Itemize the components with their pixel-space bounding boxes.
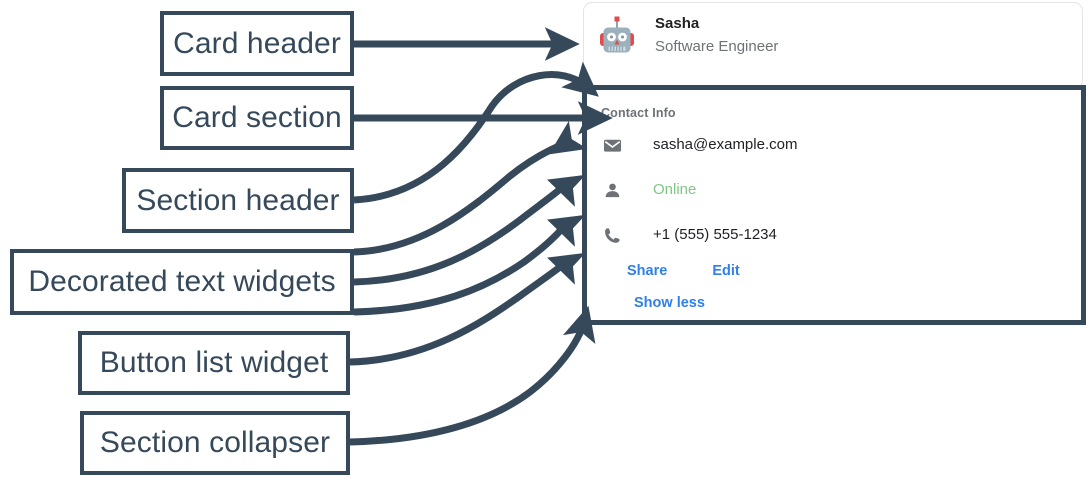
callout-card-section: Card section [160, 86, 354, 150]
phone-value: +1 (555) 555-1234 [653, 226, 777, 243]
card-header: Sasha Software Engineer [584, 3, 1082, 58]
person-subtitle: Software Engineer [655, 38, 779, 55]
callout-section-header-label: Section header [136, 183, 340, 217]
person-name: Sasha [655, 15, 700, 32]
email-value: sasha@example.com [653, 136, 798, 153]
decorated-text-widget-status: Online [601, 170, 1081, 210]
share-button[interactable]: Share [627, 263, 668, 279]
arrow-section-collapser [349, 305, 596, 446]
profile-card: Sasha Software Engineer [583, 2, 1083, 89]
status-value: Online [653, 181, 697, 198]
card-section: Contact Info sasha@example.com [582, 85, 1086, 325]
callout-card-header-label: Card header [173, 26, 341, 60]
card-section-content: Contact Info sasha@example.com [587, 90, 1081, 312]
phone-icon [601, 224, 623, 246]
email-icon [601, 134, 623, 156]
decorated-text-widget-email: sasha@example.com [601, 125, 1081, 165]
callout-card-header: Card header [160, 11, 354, 76]
callout-section-collapser: Section collapser [80, 411, 350, 475]
button-list-widget: Share Edit [601, 262, 1081, 280]
arrow-text-widget-email [353, 120, 588, 256]
callout-button-list-widget-label: Button list widget [99, 346, 329, 379]
callout-card-section-label: Card section [172, 101, 342, 134]
arrow-section-header [353, 61, 599, 204]
robot-avatar-icon [595, 14, 639, 58]
callout-section-collapser-label: Section collapser [99, 426, 331, 459]
callout-section-header: Section header [122, 168, 354, 233]
callout-decorated-text-widgets-label: Decorated text widgets [28, 265, 336, 298]
section-header: Contact Info [601, 106, 676, 120]
decorated-text-widget-phone: +1 (555) 555-1234 [601, 215, 1081, 255]
arrow-button-list [349, 252, 586, 366]
arrow-text-widget-status [353, 174, 586, 286]
section-collapser-button[interactable]: Show less [634, 295, 705, 311]
callout-button-list-widget: Button list widget [78, 331, 350, 395]
card-header-texts: Sasha Software Engineer [655, 14, 778, 58]
edit-button[interactable]: Edit [712, 263, 740, 279]
callout-decorated-text-widgets: Decorated text widgets [10, 249, 354, 315]
arrow-text-widget-phone [353, 214, 586, 316]
person-icon [601, 179, 623, 201]
